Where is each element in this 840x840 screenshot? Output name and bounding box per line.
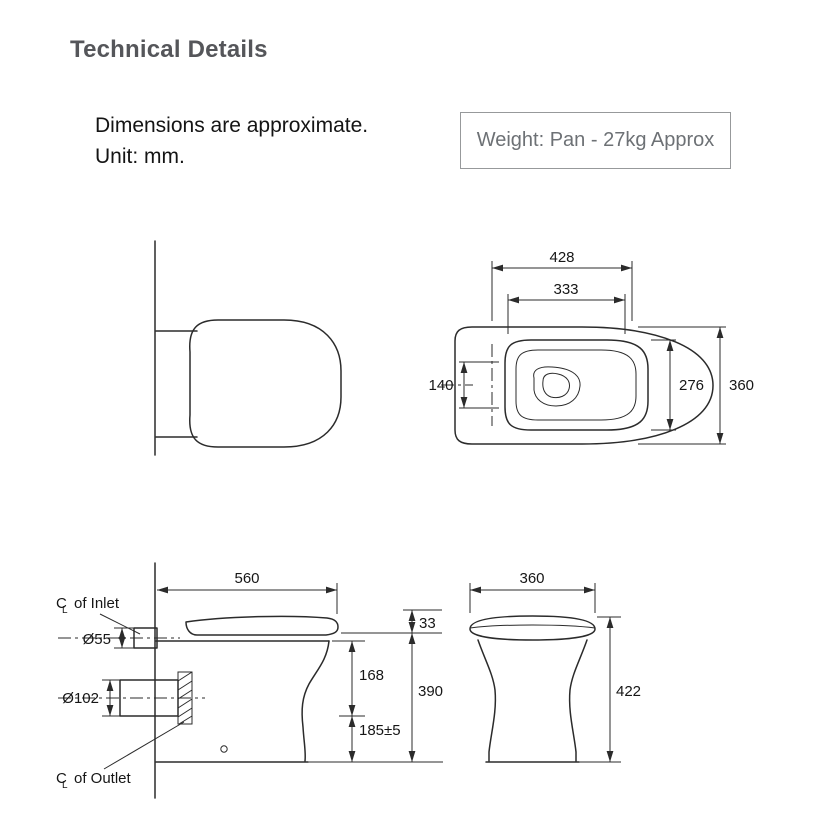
dim-390-label: 390: [418, 683, 443, 700]
outlet-cl-symbol-c: C: [56, 770, 67, 787]
trap-outlet-outline: [533, 366, 581, 407]
front-body-right: [568, 639, 588, 762]
dim-168-label: 168: [359, 667, 384, 684]
pan-body-profile: [301, 640, 330, 762]
note-line-1: Dimensions are approximate.: [95, 114, 369, 137]
dimension-168: 168: [332, 640, 384, 717]
dimension-390: 390: [408, 633, 443, 762]
pan-front-view: [469, 615, 621, 763]
dimension-276: 276: [651, 339, 704, 431]
dimension-outlet-diameter: Ø102: [62, 679, 122, 717]
seat-ring-outline: [504, 339, 649, 431]
dim-428-label: 428: [549, 249, 574, 266]
note-line-2: Unit: mm.: [95, 145, 185, 168]
inlet-centreline-label: C L of Inlet: [56, 595, 141, 635]
outlet-label-text: of Outlet: [74, 770, 132, 787]
inlet-cl-symbol-c: C: [56, 595, 67, 612]
inlet-label-text: of Inlet: [74, 595, 120, 612]
seat-split-line: [469, 624, 596, 629]
outlet-flange-hatch: [177, 671, 193, 725]
inlet-cl-symbol-l: L: [62, 605, 68, 616]
dimension-333: 333: [507, 281, 626, 334]
dim-360-top-label: 360: [729, 377, 754, 394]
dimension-360-front: 360: [469, 570, 596, 613]
weight-note-box: Weight: Pan - 27kg Approx: [460, 112, 731, 169]
page-title: Technical Details: [70, 36, 268, 63]
weight-note-text: Weight: Pan - 27kg Approx: [476, 129, 715, 151]
dimension-33: 33: [341, 609, 442, 634]
dia-102-label: Ø102: [62, 690, 99, 707]
dimension-185: 185±5: [348, 716, 401, 762]
dim-422-label: 422: [616, 683, 641, 700]
seat-lid-outline: [189, 319, 342, 448]
dimension-note: Dimensions are approximate. Unit: mm.: [95, 110, 368, 172]
outlet-cl-symbol-l: L: [62, 780, 68, 791]
seat-front-outline: [469, 615, 596, 641]
dim-276-label: 276: [679, 377, 704, 394]
bowl-rim-outline: [515, 349, 637, 421]
dimension-428: 428: [491, 249, 633, 321]
dimension-inlet-diameter: Ø55: [83, 627, 134, 649]
pan-side-view: [58, 615, 443, 763]
dimension-140: 140: [428, 361, 488, 409]
dia-55-label: Ø55: [83, 631, 111, 648]
pan-outline: [454, 326, 714, 445]
pan-top-view: [441, 326, 714, 445]
dim-333-label: 333: [553, 281, 578, 298]
dim-185-label: 185±5: [359, 722, 401, 739]
dimension-360-top: 360: [638, 326, 754, 445]
dim-360-front-label: 360: [519, 570, 544, 587]
dim-33-label: 33: [419, 615, 436, 632]
dim-140-label: 140: [428, 377, 453, 394]
inlet-leader-line: [99, 613, 141, 635]
outlet-centreline-label: C L of Outlet: [56, 721, 185, 791]
trap-outlet-inner: [542, 372, 570, 399]
seat-lid-side-profile: [185, 615, 339, 636]
outlet-leader-line: [103, 721, 185, 770]
fixing-hole-dot: [220, 745, 228, 753]
dim-560-label: 560: [234, 570, 259, 587]
dimension-422: 422: [597, 616, 641, 762]
dimension-560: 560: [157, 570, 338, 614]
seat-lid-top-view: [155, 319, 342, 448]
front-body-left: [477, 639, 497, 762]
